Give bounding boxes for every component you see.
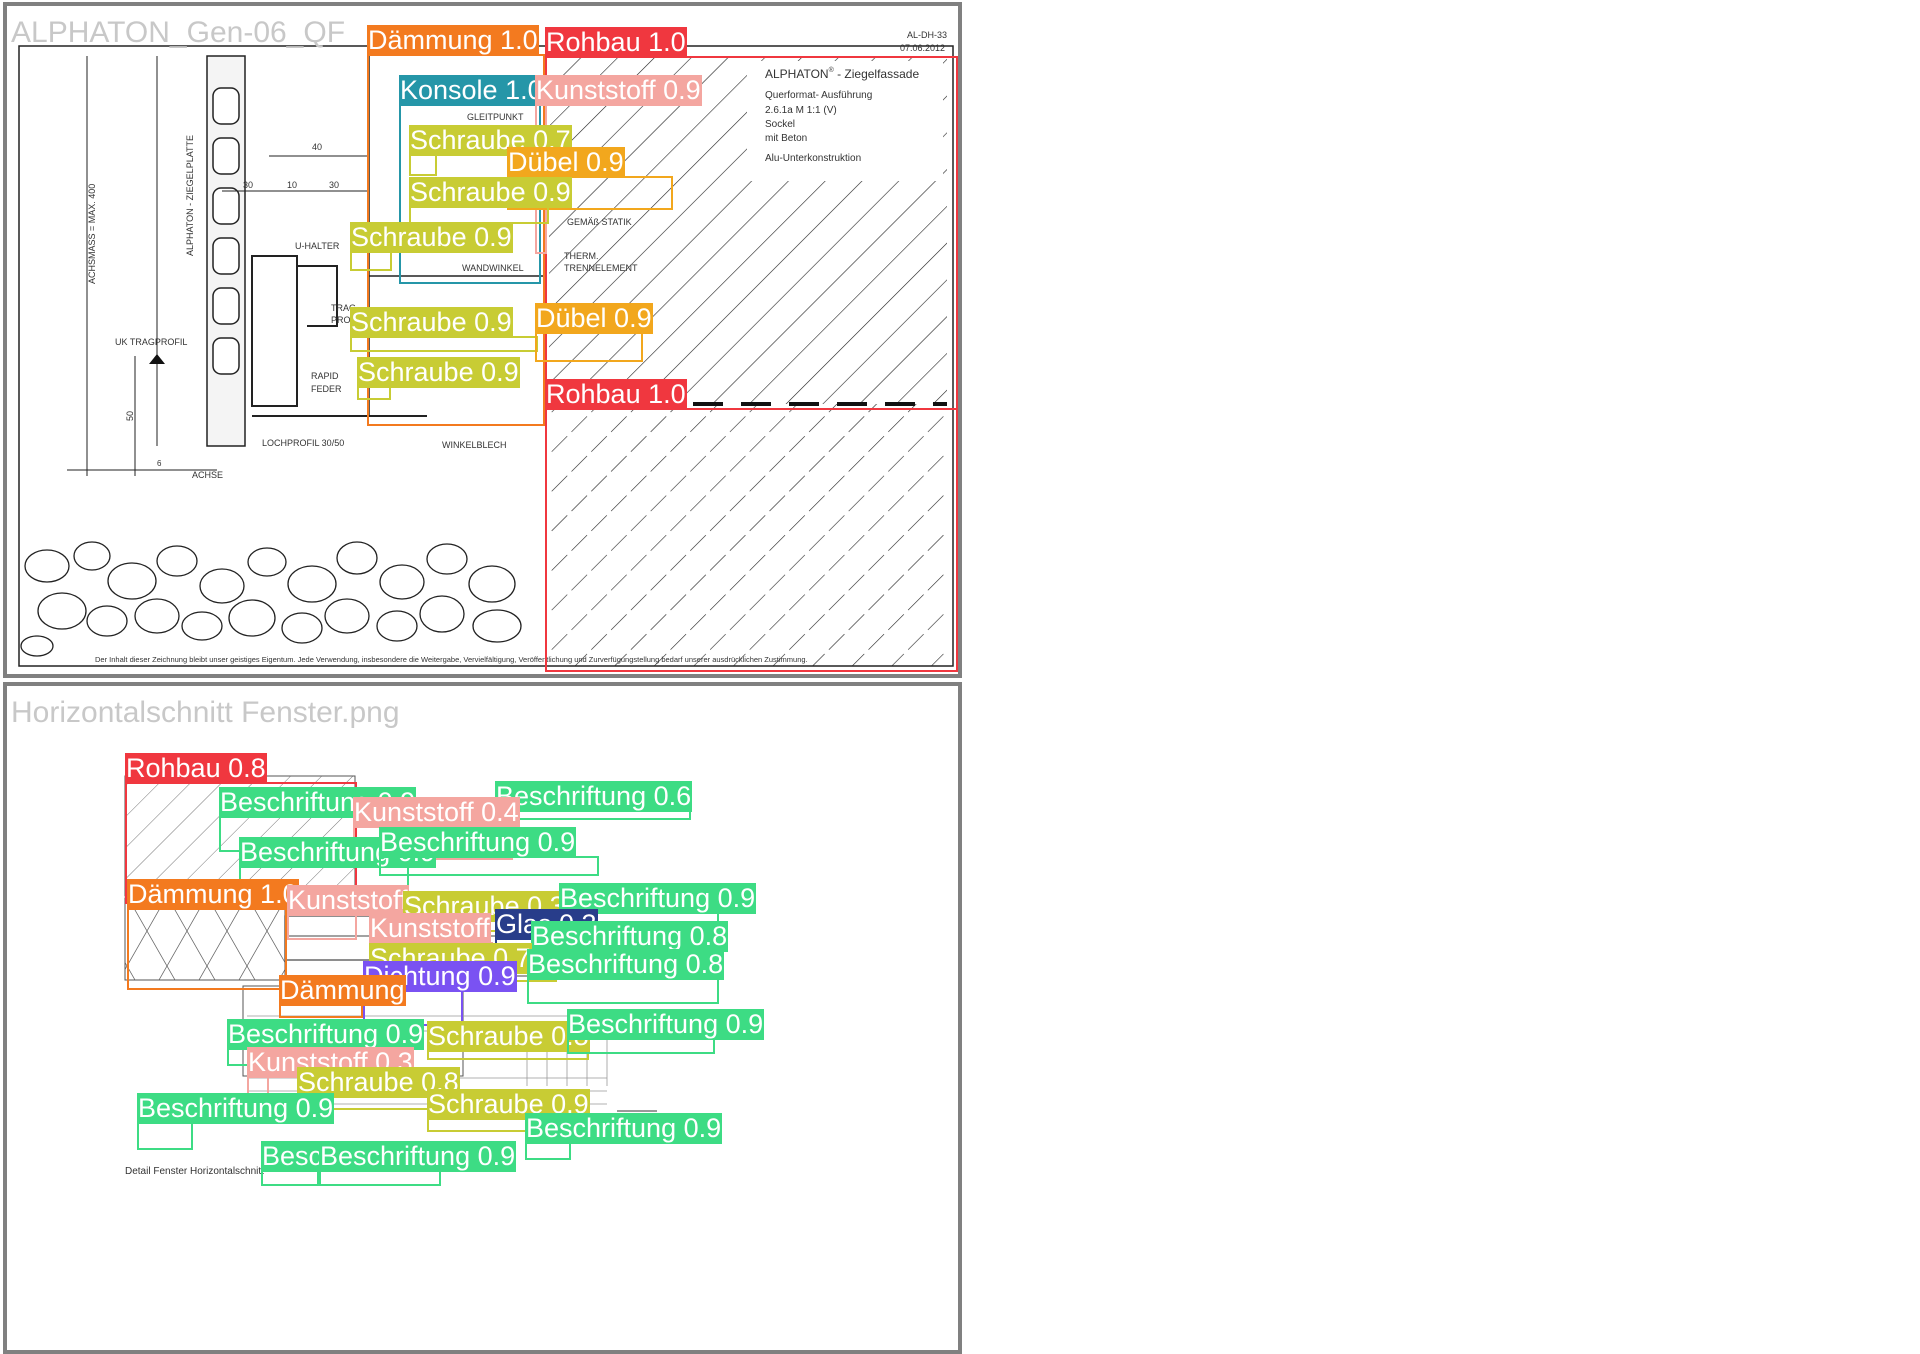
detection-box: Dämmung 1.0 (367, 25, 545, 426)
detection-label: Beschriftung 0.8 (531, 921, 729, 952)
detection-label: Dämmung (279, 975, 406, 1006)
detection-label: Dämmung 1.0 (127, 879, 299, 910)
detection-label: Kunststoff 0.9 (535, 75, 702, 106)
dim-40: 40 (312, 142, 322, 152)
detection-box: Beschriftung 0.9 (559, 883, 757, 926)
detection-panel-fenster: Horizontalschnitt Fenster.png (3, 682, 962, 1354)
detection-box: Konsole 1.0 (399, 75, 544, 284)
detection-label: Schraube 0.9 (350, 222, 513, 253)
detection-label: Schraube 0.8 (427, 1021, 590, 1052)
dim-10: 10 (287, 180, 297, 190)
detection-box: Beschriftung 0.9 (137, 1093, 335, 1150)
detection-label: Beschriftung 0.9 (227, 1019, 425, 1050)
detection-box: Schraube 0.8 (297, 1067, 460, 1110)
label-winkelblech: WINKELBLECH (442, 440, 507, 450)
drawing-info-1: Querformat- Ausführung (765, 90, 872, 101)
detection-box: Dübel 0.9 (535, 303, 653, 362)
detection-box: Rohbau 1.0 (545, 27, 958, 410)
detection-label: Beschriftung 0.8 (527, 949, 725, 980)
detection-label: Dübel 0.9 (535, 303, 653, 334)
detection-label: Schraube 0.9 (350, 307, 513, 338)
detection-box: Schraube 0.9 (350, 222, 513, 271)
label-gleitpunkt: GLEITPUNKT (467, 112, 524, 122)
image-filename: Horizontalschnitt Fenster.png (11, 696, 400, 729)
label-feder: FEDER (311, 384, 342, 394)
label-achsmass: ACHSMASS = MAX. 400 (87, 184, 97, 284)
detection-label: Beschriftung 0.9 (379, 827, 577, 858)
detection-label: Dämmung 1.0 (367, 25, 539, 56)
drawing-date: 07.06.2012 (900, 43, 945, 53)
detection-label: Rohbau 1.0 (545, 379, 687, 410)
label-rapid: RAPID (311, 371, 339, 381)
detection-label: Kunststoff (287, 885, 409, 916)
detection-label: Schraube 0.9 (357, 357, 520, 388)
detection-box: Dämmung (279, 975, 406, 1018)
detection-label: Beschriftung 0.9 (137, 1093, 335, 1124)
drawing-footer: Der Inhalt dieser Zeichnung bleibt unser… (95, 655, 808, 664)
detection-label: Beschriftung 0.9 (525, 1113, 723, 1144)
detection-box: Beschriftung 0.8 (527, 949, 725, 1004)
label-ziegelplatte: ALPHATON - ZIEGELPLATTE (185, 135, 195, 256)
drawing-info-4: mit Beton (765, 133, 807, 144)
image-filename: ALPHATON_Gen-06_QF (11, 16, 346, 49)
label-u-halter: U-HALTER (295, 241, 340, 251)
detection-box: Dübel 0.9 (507, 147, 673, 210)
label-pro: PRO (331, 315, 351, 325)
detection-box: Schraube 0.9 (350, 307, 538, 352)
detection-label: Rohbau 1.0 (545, 27, 687, 58)
label-trennelement: TRENNELEMENT (564, 263, 638, 273)
detection-box: Kunststoff (287, 885, 409, 940)
detection-label: Kunststoff 0.4 (353, 797, 520, 828)
detection-label: Beschriftung 0.9 (559, 883, 757, 914)
detection-box: Beschriftung 0.8 (531, 921, 729, 968)
detection-label: Schraube 0.8 (297, 1067, 460, 1098)
detection-box: Schraube 0.8 (427, 1021, 590, 1060)
detection-box: Schraube 0.7 (409, 125, 572, 176)
detection-label: Beschriftung 0.9 (319, 1141, 517, 1172)
label-wandwinkel: WANDWINKEL (462, 263, 524, 273)
detection-box: Dichtung 0.9 (363, 961, 517, 1026)
detection-box: Beschriftung 0.9 (379, 827, 599, 876)
detection-box: Beschriftung 0.9 (525, 1113, 723, 1160)
detection-label: Beschriftung 0.6 (495, 781, 693, 812)
label-therm: THERM. (564, 251, 599, 261)
drawing-info-2: 2.6.1a M 1:1 (V) (765, 105, 837, 116)
drawing-brand: ALPHATON® - Ziegelfassade (765, 66, 919, 81)
detection-label: Rohbau 0.8 (125, 753, 267, 784)
drawing-caption: Detail Fenster Horizontalschnitt (125, 1166, 264, 1177)
detection-label: Konsole 1.0 (399, 75, 544, 106)
detection-box: Beschriftung 0.6 (495, 781, 693, 820)
dim-30-b: 30 (329, 180, 339, 190)
technical-drawing-alphaton: AL-DH-33 07.06.2012 ALPHATON® - Ziegelfa… (18, 30, 954, 667)
drawing-info-3: Sockel (765, 119, 795, 130)
detection-label: Beschriftung 0.9 (567, 1009, 765, 1040)
detection-box: Schraube 0.9 (409, 177, 572, 224)
dim-50: 50 (125, 411, 135, 421)
detection-box: Beschriftung 0.9 (319, 1141, 517, 1186)
detection-box: Beschriftung 0.9 (567, 1009, 765, 1054)
drawing-code: AL-DH-33 (907, 30, 947, 40)
label-gemass-statik: GEMÄß STATIK (567, 217, 632, 227)
label-lochprofil: LOCHPROFIL 30/50 (262, 438, 344, 448)
label-trag: TRAG (331, 303, 356, 313)
detection-panel-alphaton: ALPHATON_Gen-06_QF AL-DH-33 07.06.2012 A… (3, 2, 962, 678)
detection-label: Dichtung 0.9 (363, 961, 517, 992)
detection-box: Beschriftung 0.9 (261, 1141, 459, 1186)
label-uk-tragprofil: UK TRAGPROFIL (115, 337, 187, 347)
detection-box: Schraube 0.9 (357, 357, 520, 400)
detection-box: Dämmung 1.0 (127, 879, 299, 990)
detection-label: Schraube 0.9 (409, 177, 572, 208)
label-achse: ACHSE (192, 470, 223, 480)
drawing-info-5: Alu-Unterkonstruktion (765, 153, 861, 164)
detection-label: Kunststoff (369, 913, 491, 944)
detection-box: Rohbau 1.0 (545, 379, 958, 672)
dim-6: 6 (157, 459, 162, 468)
dim-30-a: 30 (243, 180, 253, 190)
detection-label: Dübel 0.9 (507, 147, 625, 178)
